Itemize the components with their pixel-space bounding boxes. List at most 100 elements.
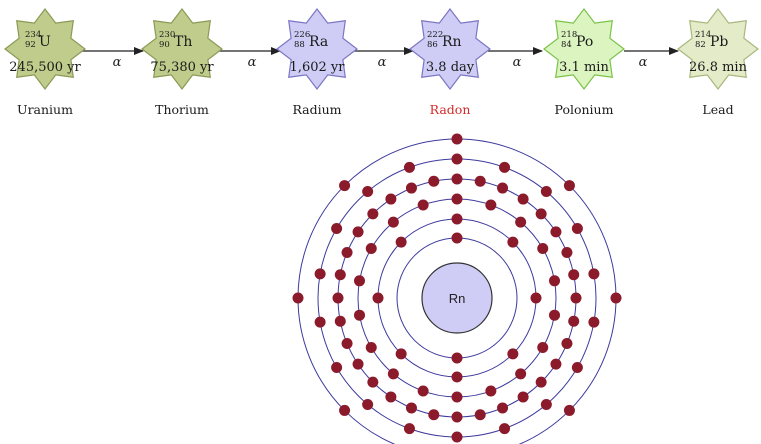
radon-atom-model: Rn xyxy=(292,133,622,444)
nuclide-star xyxy=(4,8,86,90)
atomic-number: 88 xyxy=(294,40,305,50)
mass-number: 234 xyxy=(25,30,41,40)
alpha-label: α xyxy=(378,55,387,70)
electron xyxy=(550,358,562,370)
electron xyxy=(352,358,364,370)
electron xyxy=(537,342,549,353)
element-symbol: Pb xyxy=(710,34,728,50)
electron xyxy=(499,423,511,435)
electron xyxy=(339,180,351,192)
electron xyxy=(451,391,463,403)
element-symbol: Ra xyxy=(309,34,328,50)
electron xyxy=(451,173,463,185)
electron xyxy=(331,362,343,373)
electron xyxy=(588,268,600,280)
nuclide-radium: 226 88 Ra 1,602 yr Radium xyxy=(276,8,358,117)
electron xyxy=(515,216,527,228)
element-name: Uranium xyxy=(17,102,73,117)
half-life: 75,380 yr xyxy=(150,60,214,75)
electron xyxy=(563,404,575,416)
electron xyxy=(354,275,365,287)
electron xyxy=(451,431,463,443)
element-name: Polonium xyxy=(555,102,614,117)
element-symbol: U xyxy=(39,34,51,50)
alpha-label: α xyxy=(248,55,257,70)
electron xyxy=(451,213,463,225)
decay-arrow: α xyxy=(78,47,144,70)
electron xyxy=(403,423,415,435)
electron xyxy=(451,371,463,383)
electron xyxy=(485,385,497,397)
nuclide-thorium: 230 90 Th 75,380 yr Thorium xyxy=(141,8,223,117)
electron xyxy=(314,268,326,280)
half-life: 3.1 min xyxy=(559,60,609,75)
electron xyxy=(354,309,365,321)
electron xyxy=(292,292,304,304)
electron xyxy=(485,199,497,211)
electron xyxy=(451,193,463,205)
electron xyxy=(497,402,509,414)
decay-chain: α α α α α 234 92 U 245,500 yr Uranium xyxy=(4,8,759,117)
nuclide-radon: 222 86 Rn 3.8 day Radon xyxy=(409,8,491,117)
atomic-number: 82 xyxy=(695,40,706,50)
electron xyxy=(341,338,353,350)
electrons xyxy=(292,133,622,443)
electron xyxy=(474,409,486,421)
element-symbol: Th xyxy=(174,34,192,50)
nuclide-star xyxy=(141,8,223,90)
electron xyxy=(568,315,580,327)
electron xyxy=(535,208,547,220)
electron xyxy=(451,352,463,364)
electron xyxy=(428,175,440,187)
electron xyxy=(563,180,575,192)
electron xyxy=(395,236,407,248)
electron xyxy=(550,226,562,238)
decay-arrow: α xyxy=(350,47,414,70)
nucleus xyxy=(421,262,493,334)
electron xyxy=(365,243,377,254)
electron xyxy=(387,216,399,228)
electron xyxy=(403,161,415,173)
electron xyxy=(535,376,547,388)
nuclide-star xyxy=(543,8,625,90)
nuclide-lead: 214 82 Pb 26.8 min Lead xyxy=(677,8,759,117)
decay-arrow: α xyxy=(624,47,679,70)
mass-number: 230 xyxy=(159,30,175,40)
element-name: Radon xyxy=(430,102,471,117)
element-name: Radium xyxy=(292,102,341,117)
decay-arrow: α xyxy=(488,47,543,70)
mass-number: 218 xyxy=(561,30,577,40)
alpha-label: α xyxy=(113,55,122,70)
electron xyxy=(334,315,346,327)
electron xyxy=(341,246,353,258)
electron xyxy=(331,223,343,234)
electron xyxy=(499,161,511,173)
electron xyxy=(588,316,600,328)
electron xyxy=(395,348,407,360)
half-life: 1,602 yr xyxy=(290,60,346,75)
electron xyxy=(537,243,549,254)
electron xyxy=(517,391,529,403)
electron xyxy=(507,236,519,248)
electron xyxy=(367,208,379,220)
electron xyxy=(540,398,552,410)
electron xyxy=(405,402,417,414)
electron xyxy=(385,193,397,205)
element-symbol: Rn xyxy=(442,34,462,50)
half-life: 3.8 day xyxy=(426,60,475,75)
electron xyxy=(571,362,583,373)
electron xyxy=(451,411,463,423)
electron xyxy=(530,292,542,304)
atomic-number: 84 xyxy=(561,40,572,50)
electron xyxy=(314,316,326,328)
electron xyxy=(385,391,397,403)
mass-number: 226 xyxy=(294,30,310,40)
electron xyxy=(387,368,399,380)
mass-number: 214 xyxy=(695,30,711,40)
element-symbol: Po xyxy=(576,34,593,50)
electron xyxy=(451,232,463,244)
half-life: 245,500 yr xyxy=(9,60,81,75)
electron xyxy=(417,199,429,211)
half-life: 26.8 min xyxy=(689,60,748,75)
